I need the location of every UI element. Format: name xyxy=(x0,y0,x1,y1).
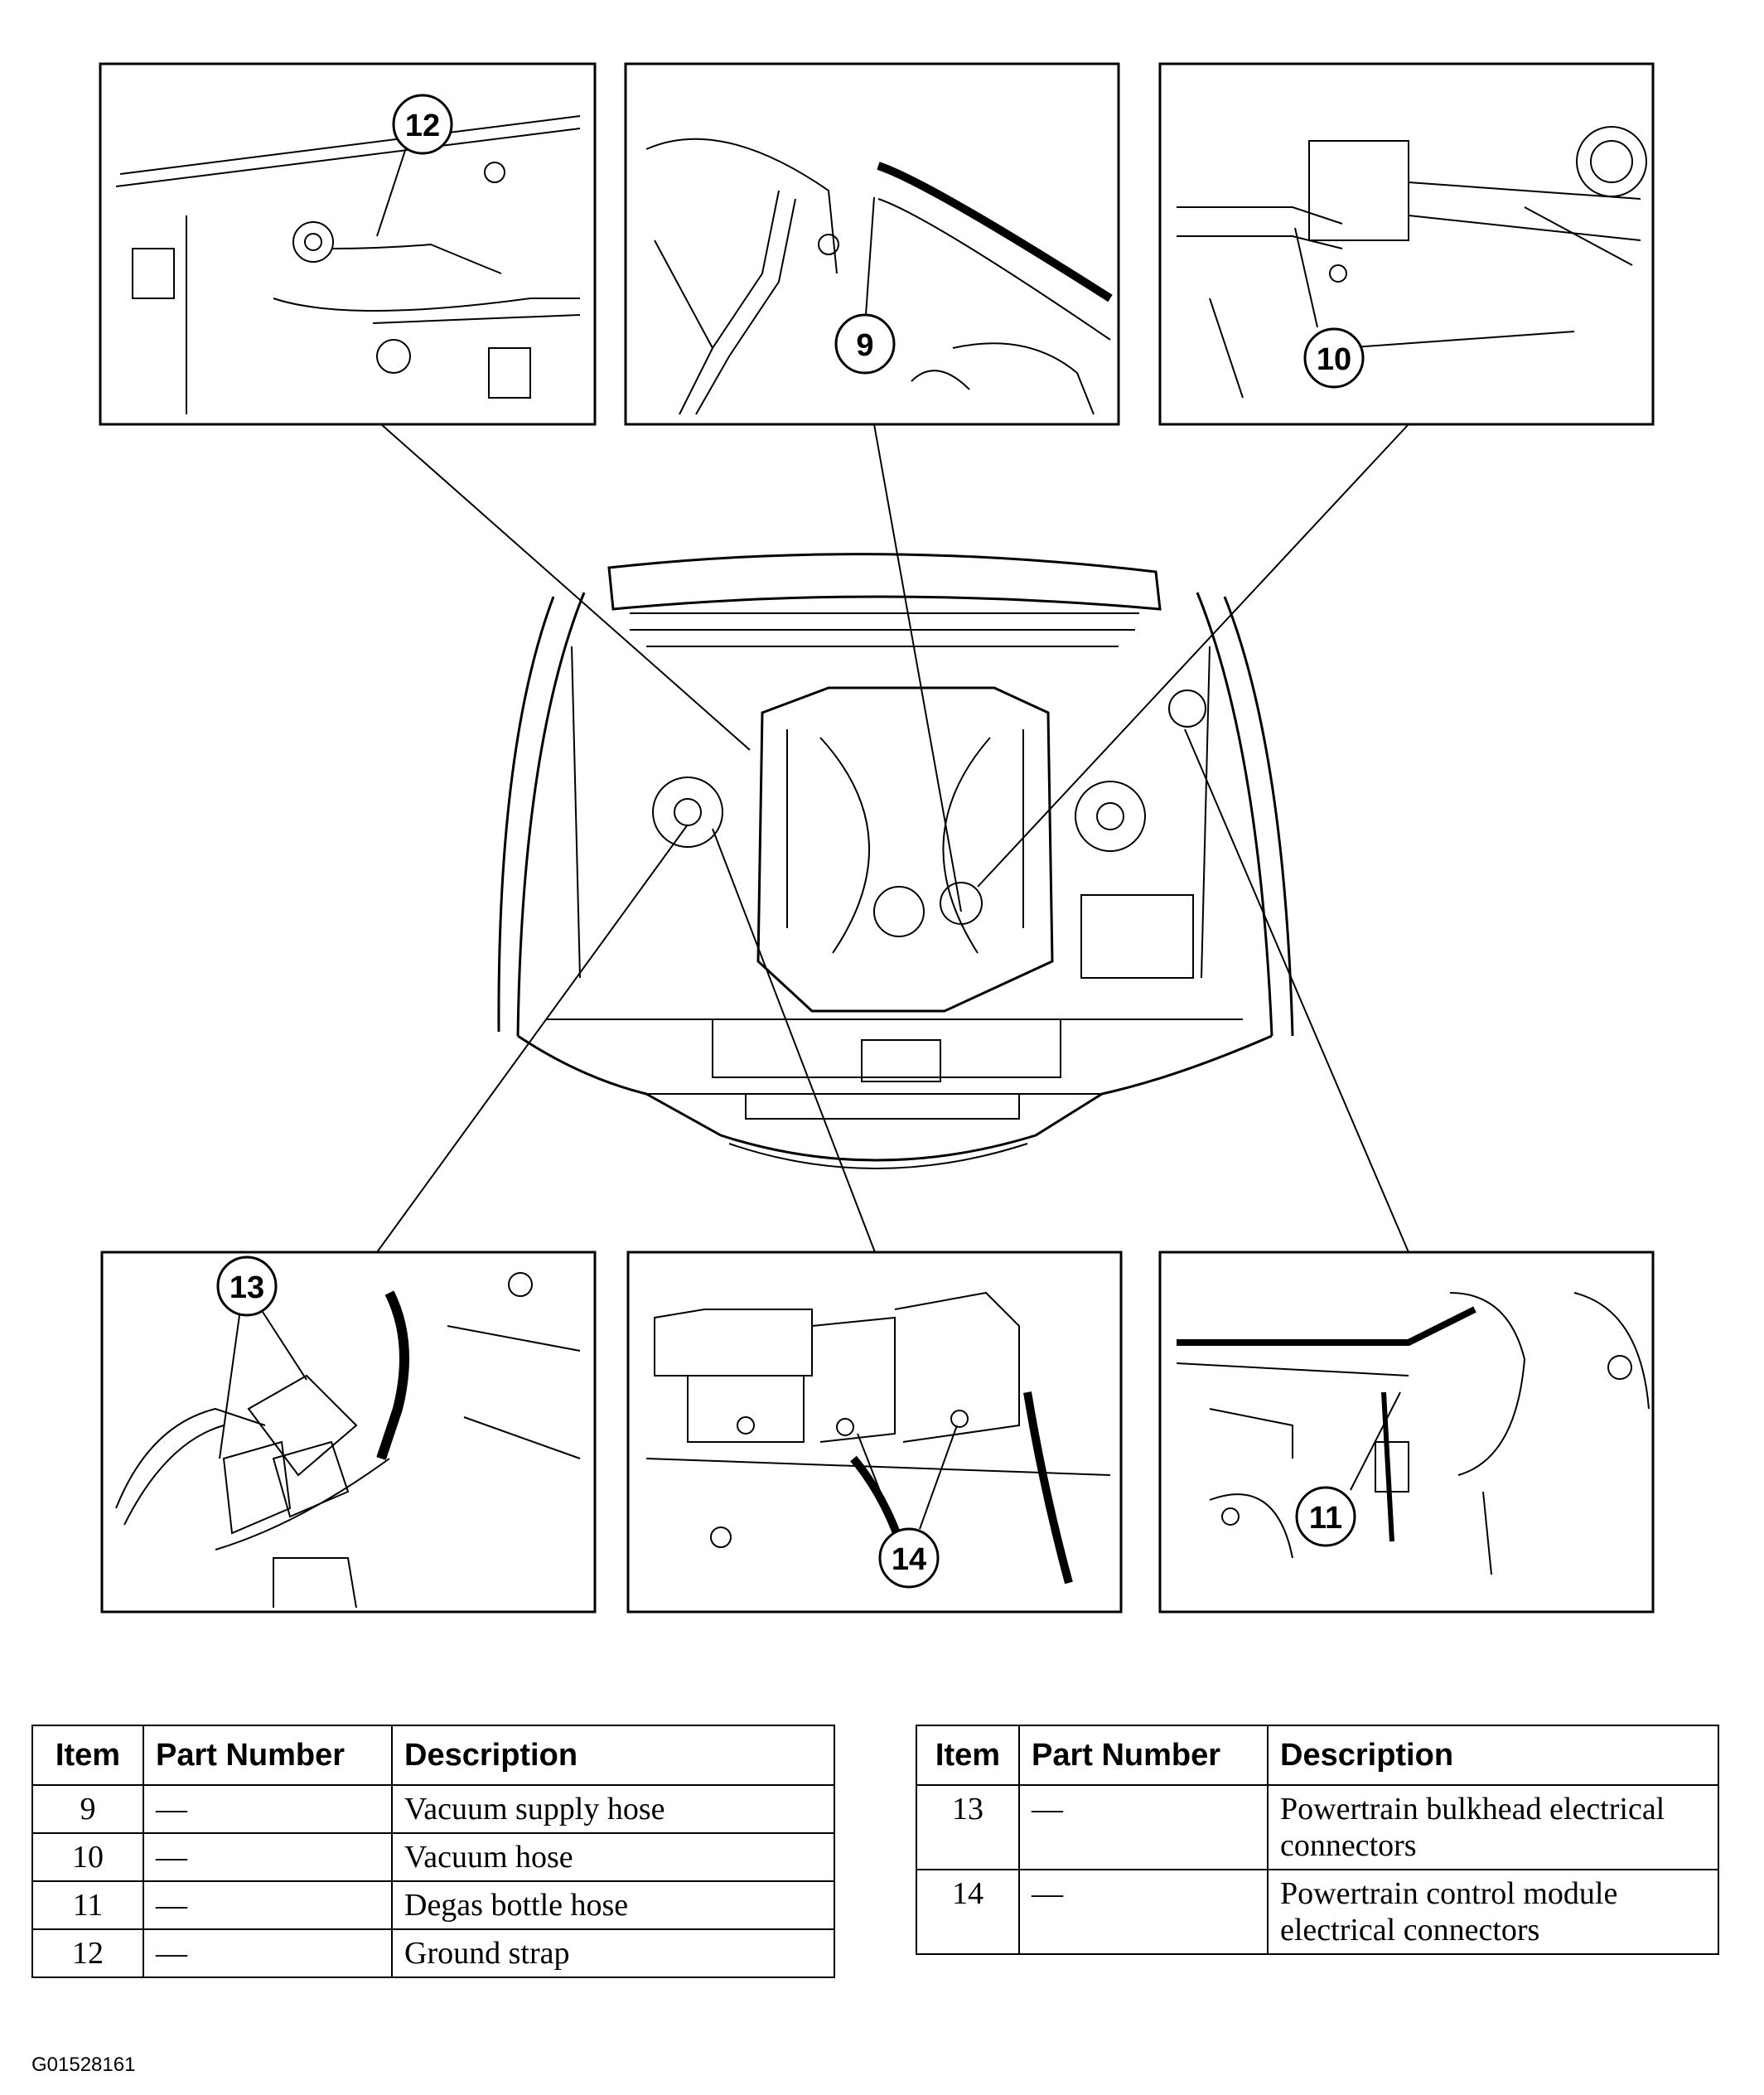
detail-panel-14 xyxy=(626,1251,1123,1614)
callout-9-circle xyxy=(834,313,896,375)
callout-11-label: 11 xyxy=(1309,1501,1342,1536)
detail-panel-9 xyxy=(624,62,1120,426)
table-row: 11 — Degas bottle hose xyxy=(31,1880,835,1930)
panel-12-artwork xyxy=(115,115,581,414)
callout-11-circle xyxy=(1295,1486,1356,1547)
table-header-row: Item Part Number Description xyxy=(31,1725,835,1786)
part-number-cell: — xyxy=(143,1832,393,1882)
panel-11-artwork xyxy=(1176,1292,1650,1575)
callout-9-label: 9 xyxy=(856,328,873,363)
header-description: Description xyxy=(391,1725,835,1786)
description-cell: Vacuum hose xyxy=(391,1832,835,1882)
item-cell: 13 xyxy=(916,1784,1020,1870)
detail-panel-13 xyxy=(100,1251,597,1614)
leader-line-13 xyxy=(376,824,689,1253)
callout-12-label: 12 xyxy=(405,109,440,143)
detail-panel-11 xyxy=(1158,1251,1655,1614)
detail-panel-12 xyxy=(99,62,597,426)
description-cell: Degas bottle hose xyxy=(391,1880,835,1930)
parts-table-right: Item Part Number Description 13 — Powert… xyxy=(916,1725,1719,1955)
part-number-cell: — xyxy=(143,1880,393,1930)
item-cell: 12 xyxy=(31,1928,144,1978)
header-part-number: Part Number xyxy=(1018,1725,1269,1786)
panel-10-artwork xyxy=(1177,126,1647,399)
table-row: 12 — Ground strap xyxy=(31,1928,835,1978)
leader-line-12 xyxy=(380,423,751,751)
header-item: Item xyxy=(916,1725,1020,1786)
table-row: 14 — Powertrain control module electrica… xyxy=(916,1869,1719,1955)
leader-line-9 xyxy=(873,423,962,912)
leader-line-14 xyxy=(712,828,876,1253)
detail-panel-10 xyxy=(1158,62,1655,426)
callout-13-label: 13 xyxy=(230,1270,264,1305)
leader-line-11 xyxy=(1184,728,1409,1253)
description-cell: Vacuum supply hose xyxy=(391,1784,835,1834)
parts-table-left: Item Part Number Description 9 — Vacuum … xyxy=(31,1725,835,1978)
panel-9-artwork xyxy=(645,138,1113,415)
item-cell: 9 xyxy=(31,1784,144,1834)
item-cell: 10 xyxy=(31,1832,144,1882)
description-cell: Ground strap xyxy=(391,1928,835,1978)
part-number-cell: — xyxy=(143,1784,393,1834)
table-header-row: Item Part Number Description xyxy=(916,1725,1719,1786)
part-number-cell: — xyxy=(1018,1784,1269,1870)
callout-10-circle xyxy=(1303,327,1365,389)
panel-13-artwork xyxy=(115,1272,581,1609)
callout-14-label: 14 xyxy=(892,1542,926,1577)
callout-14-circle xyxy=(878,1527,940,1589)
header-description: Description xyxy=(1267,1725,1719,1786)
description-cell: Powertrain bulkhead electrical connector… xyxy=(1267,1784,1719,1870)
engine-bay-overview xyxy=(497,553,1294,1169)
item-cell: 11 xyxy=(31,1880,144,1930)
figure-code: G01528161 xyxy=(31,2054,136,2076)
table-row: 10 — Vacuum hose xyxy=(31,1832,835,1882)
part-number-cell: — xyxy=(143,1928,393,1978)
table-row: 9 — Vacuum supply hose xyxy=(31,1784,835,1834)
panel-14-artwork xyxy=(645,1291,1111,1585)
header-part-number: Part Number xyxy=(143,1725,393,1786)
table-row: 13 — Powertrain bulkhead electrical conn… xyxy=(916,1784,1719,1870)
part-number-cell: — xyxy=(1018,1869,1269,1955)
leader-line-10 xyxy=(977,423,1409,888)
item-cell: 14 xyxy=(916,1869,1020,1955)
description-cell: Powertrain control module electrical con… xyxy=(1267,1869,1719,1955)
callout-12-circle xyxy=(392,94,453,155)
callout-13-circle xyxy=(216,1256,278,1317)
header-item: Item xyxy=(31,1725,144,1786)
engine-bay-diagram: 12 9 10 xyxy=(99,62,1655,1614)
callout-10-label: 10 xyxy=(1317,342,1351,377)
